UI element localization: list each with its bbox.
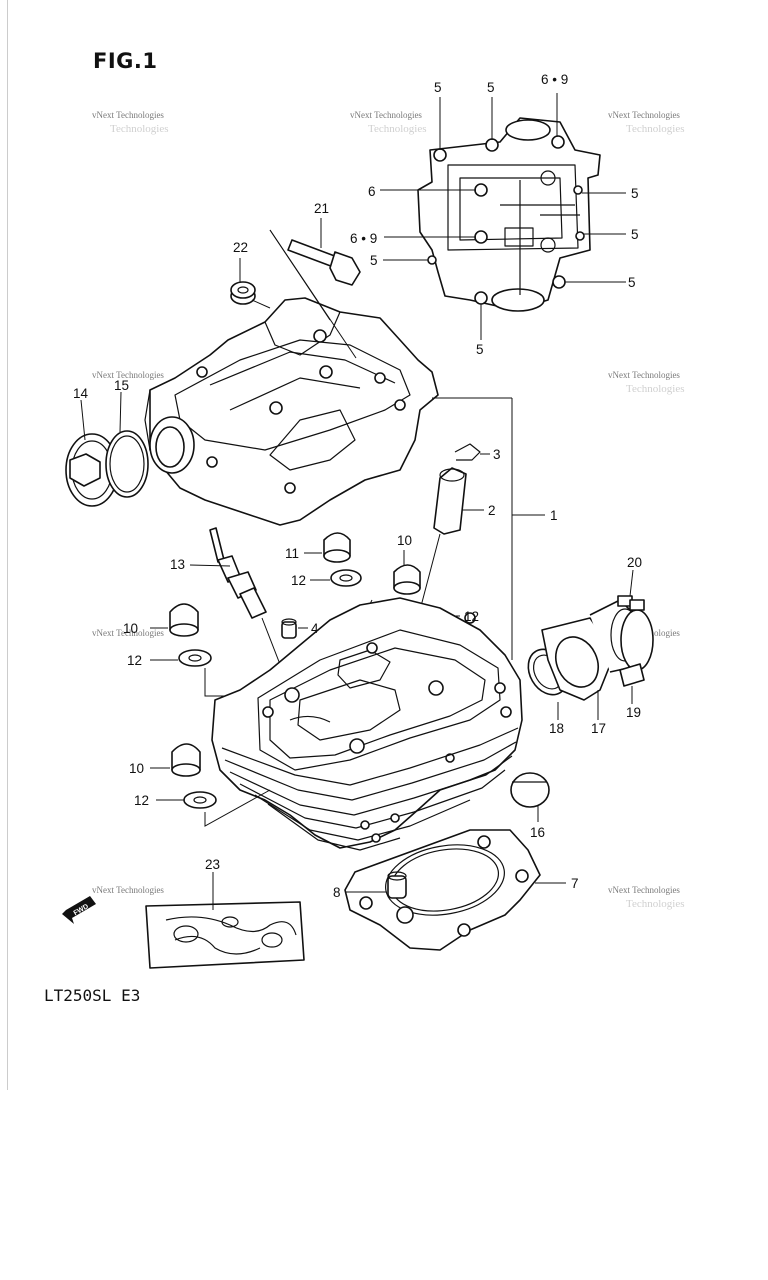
valve-guide-2: [433, 467, 467, 535]
spark-plug-13: [209, 527, 267, 619]
cylinder-head: [211, 597, 523, 851]
watermark: vNext Technologies: [608, 110, 680, 120]
head-cover-leaders: [380, 93, 626, 340]
circlip-3: [454, 443, 481, 461]
callout-12: 12: [291, 573, 306, 588]
callout-5: 5: [370, 253, 378, 268]
callout-12: 12: [464, 609, 479, 624]
watermark: vNext Technologies: [608, 370, 680, 380]
callout-7: 7: [571, 876, 579, 891]
watermark-shadow: Technologies: [626, 383, 685, 395]
callout-5: 5: [476, 342, 484, 357]
washer-22: [230, 281, 256, 305]
watermark-shadow: Technologies: [626, 123, 685, 135]
o-ring-15: [105, 430, 149, 498]
callout-18: 18: [549, 721, 564, 736]
head-cover-underside: [417, 117, 601, 312]
cap-nut-10-b: [169, 603, 199, 637]
cap-nut-10-a: [393, 564, 421, 595]
callout-4: 4: [311, 621, 319, 636]
plug-16: [510, 772, 550, 808]
head-gasket-7: [344, 829, 541, 951]
callout-23: 23: [205, 857, 220, 872]
watermarks: vNext Technologies Technologies vNext Te…: [92, 110, 685, 910]
cap-nut-11: [323, 532, 351, 563]
watermark: vNext Technologies: [608, 885, 680, 895]
callout-19: 19: [626, 705, 641, 720]
callout-5: 5: [434, 80, 442, 95]
callout-1: 1: [550, 508, 558, 523]
callout-5: 5: [631, 186, 639, 201]
callout-10: 10: [129, 761, 144, 776]
watermark-shadow: Technologies: [368, 123, 427, 135]
head-cover: [144, 297, 439, 526]
callout-14: 14: [73, 386, 89, 401]
watermark: vNext Technologies: [92, 885, 164, 895]
bolt-21: [287, 239, 361, 286]
washer-12-a: [330, 569, 362, 587]
callout-6-9: 6 • 9: [541, 72, 568, 87]
callout-5: 5: [628, 275, 636, 290]
model-code: LT250SL E3: [44, 986, 141, 1005]
callout-10: 10: [123, 621, 138, 636]
forward-arrow-icon: FWD: [62, 896, 96, 924]
washer-12-d: [183, 791, 217, 809]
filler-cap-14: [65, 433, 119, 507]
clamp-20: [617, 595, 654, 671]
callout-6-9: 6 • 9: [350, 231, 377, 246]
watermark-shadow: Technologies: [626, 898, 685, 910]
watermark: vNext Technologies: [92, 628, 164, 638]
callout-3: 3: [493, 447, 501, 462]
callout-12: 12: [127, 653, 142, 668]
bolt-19: [619, 663, 645, 687]
callout-1-bracket: [432, 397, 545, 660]
callout-6: 6: [368, 184, 376, 199]
callout-11: 11: [285, 546, 299, 561]
callout-20: 20: [627, 555, 642, 570]
callout-22: 22: [233, 240, 248, 255]
callout-13: 13: [170, 557, 185, 572]
callout-10: 10: [397, 533, 412, 548]
watermark: vNext Technologies: [350, 110, 422, 120]
cap-nut-10-c: [171, 743, 201, 777]
scan-edge-line: [7, 0, 8, 1090]
washer-12-c: [178, 649, 212, 667]
callout-16: 16: [530, 825, 545, 840]
callout-17: 17: [591, 721, 606, 736]
callout-8: 8: [333, 885, 341, 900]
callout-21: 21: [314, 201, 329, 216]
callout-5: 5: [487, 80, 495, 95]
watermark-shadow: Technologies: [110, 123, 169, 135]
dowel-8: [387, 871, 407, 899]
watermark: vNext Technologies: [92, 110, 164, 120]
callout-labels: 5 5 6 • 9 6 6 • 9 5 5 5 5 5 21 22 14 15 …: [73, 72, 642, 900]
callout-5: 5: [631, 227, 639, 242]
figure-title: FIG.1: [93, 49, 158, 73]
callout-2: 2: [488, 503, 496, 518]
dowel-4: [281, 618, 297, 639]
callout-15: 15: [114, 378, 129, 393]
watermark: vNext Technologies: [92, 370, 164, 380]
callout-12: 12: [134, 793, 149, 808]
gasket-set-23: [145, 901, 305, 969]
